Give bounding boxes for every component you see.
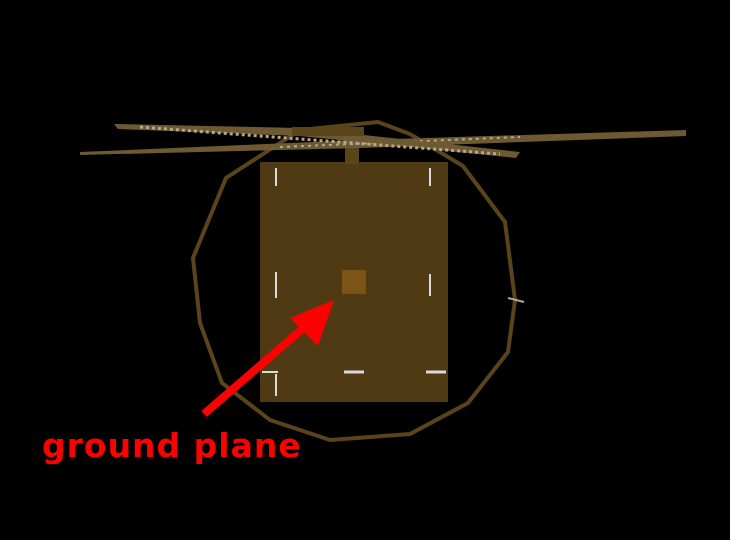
annotation-arrow bbox=[201, 300, 334, 418]
rotor-hub bbox=[292, 127, 364, 136]
fuselage-tick-marks bbox=[262, 168, 446, 396]
arrow-shaft bbox=[201, 320, 311, 418]
ground-plane-marker bbox=[342, 270, 366, 294]
ground-plane-label: ground plane bbox=[42, 426, 302, 465]
rotor-tip-mark bbox=[507, 297, 525, 303]
rotor-blade-cross bbox=[114, 124, 520, 158]
rotor-disc-outline bbox=[190, 119, 518, 443]
rotor-blade-cross-hatch bbox=[139, 125, 501, 156]
arrow-head bbox=[290, 300, 334, 346]
